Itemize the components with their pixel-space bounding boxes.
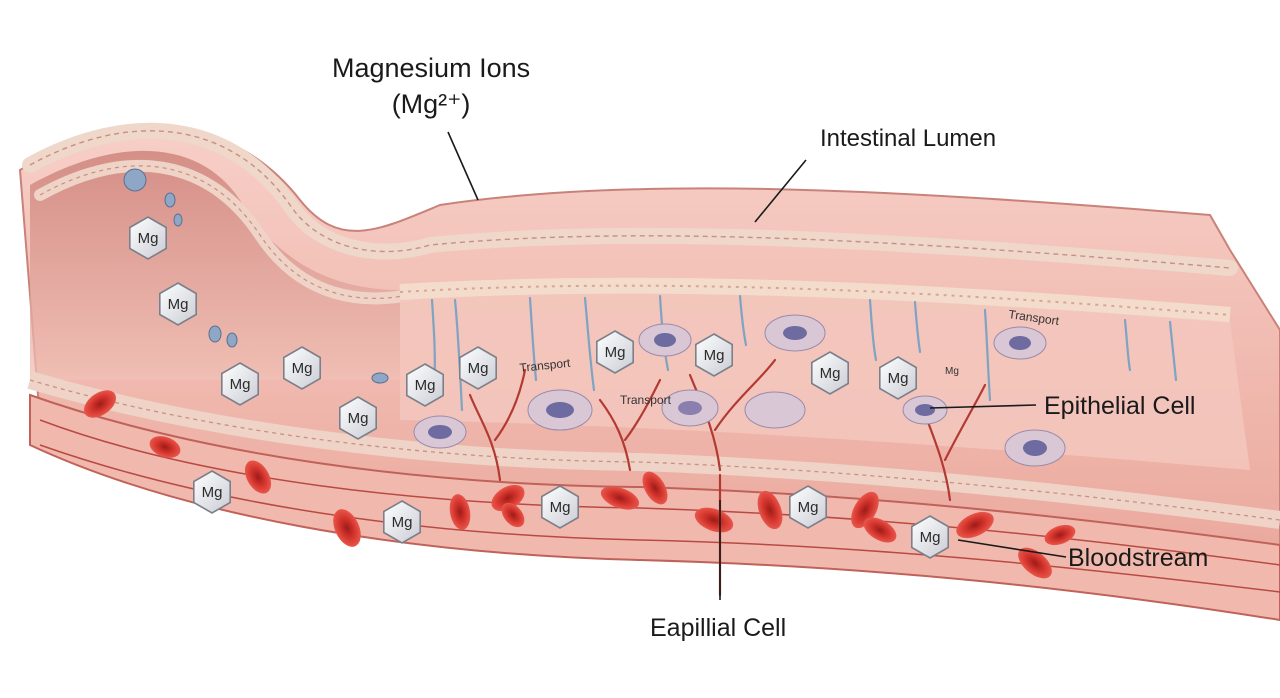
mg-ion-label: Mg	[920, 529, 941, 546]
mg-ion-label: Mg	[292, 360, 313, 377]
mg-ion-label: Mg	[798, 499, 819, 516]
mg-ion: Mg	[193, 470, 231, 514]
mg-ion: Mg	[159, 282, 197, 326]
cell-nuclei	[413, 314, 1066, 467]
lumen-pocket	[30, 150, 400, 380]
mg-ion: Mg	[405, 363, 445, 407]
red-blood-cells	[83, 390, 1076, 579]
mg-ion-shape	[810, 351, 850, 395]
mg-ion: Mg	[458, 346, 498, 390]
mg-ion-label: Mg	[888, 370, 909, 387]
mg-ion-shape	[282, 346, 322, 390]
mg-ion: Mg	[540, 485, 580, 529]
mg-ion-label: Mg	[820, 365, 841, 382]
magnesium-ions-label: Magnesium Ions (Mg²⁺)	[332, 50, 530, 122]
mg-ion-shape	[910, 515, 950, 559]
mg-ion-shape	[405, 363, 445, 407]
mg-ion: Mg	[338, 396, 378, 440]
partial-ion-label: Mg	[945, 366, 959, 377]
mg-ion-label: Mg	[202, 484, 223, 501]
mg-ion-label: Mg	[468, 360, 489, 377]
mg-ion: Mg	[129, 216, 167, 260]
mg-ion: Mg	[910, 515, 950, 559]
mg-ion-label: Mg	[138, 230, 159, 247]
mg-ion-label: Mg	[230, 376, 251, 393]
mg-ion-shape	[193, 470, 231, 514]
bloodstream-label: Bloodstream	[1068, 544, 1209, 572]
mg-ion-label: Mg	[168, 296, 189, 313]
capillary-cell-label: Eapillial Cell	[650, 614, 787, 642]
mg-ion: Mg	[694, 333, 734, 377]
mg-ion-label: Mg	[392, 514, 413, 531]
magnesium-title: Magnesium Ions	[332, 53, 531, 83]
mg-ion: Mg	[382, 500, 422, 544]
transport-label-1: Transport	[519, 356, 572, 375]
mg-ion-shape	[878, 356, 918, 400]
particles	[123, 168, 389, 384]
transport-label-2: Transport	[620, 393, 672, 407]
mg-ion: Mg	[810, 351, 850, 395]
mg-ion-shape	[159, 282, 197, 326]
mg-ion-shape	[540, 485, 580, 529]
leader-lines	[447, 131, 1067, 600]
mg-ion-label: Mg	[348, 410, 369, 427]
mg-ion-shape	[382, 500, 422, 544]
mg-ion-label: Mg	[605, 344, 626, 361]
magnesium-formula: (Mg²⁺)	[391, 89, 471, 119]
mg-ion: Mg	[595, 330, 635, 374]
mg-ion-shape	[458, 346, 498, 390]
mg-ion: Mg	[788, 485, 828, 529]
mg-ion-shape	[221, 362, 260, 406]
mg-ion-label: Mg	[550, 499, 571, 516]
villi-strands	[430, 294, 1178, 412]
mg-ion-shape	[595, 330, 635, 374]
mg-ion-shape	[694, 333, 734, 377]
mg-ion: Mg	[282, 346, 322, 390]
mg-ion-shape	[788, 485, 828, 529]
mg-ion-label: Mg	[415, 377, 436, 394]
mg-ion-shape	[338, 396, 378, 440]
mg-ion-shape	[129, 216, 167, 260]
mg-ion-label: Mg	[704, 347, 725, 364]
mg-ion: Mg	[878, 356, 918, 400]
intestinal-lumen-label: Intestinal Lumen	[820, 125, 997, 152]
mg-ion: Mg	[221, 362, 260, 406]
capillary-branches	[468, 358, 987, 597]
epithelial-cell-label: Epithelial Cell	[1044, 392, 1196, 420]
